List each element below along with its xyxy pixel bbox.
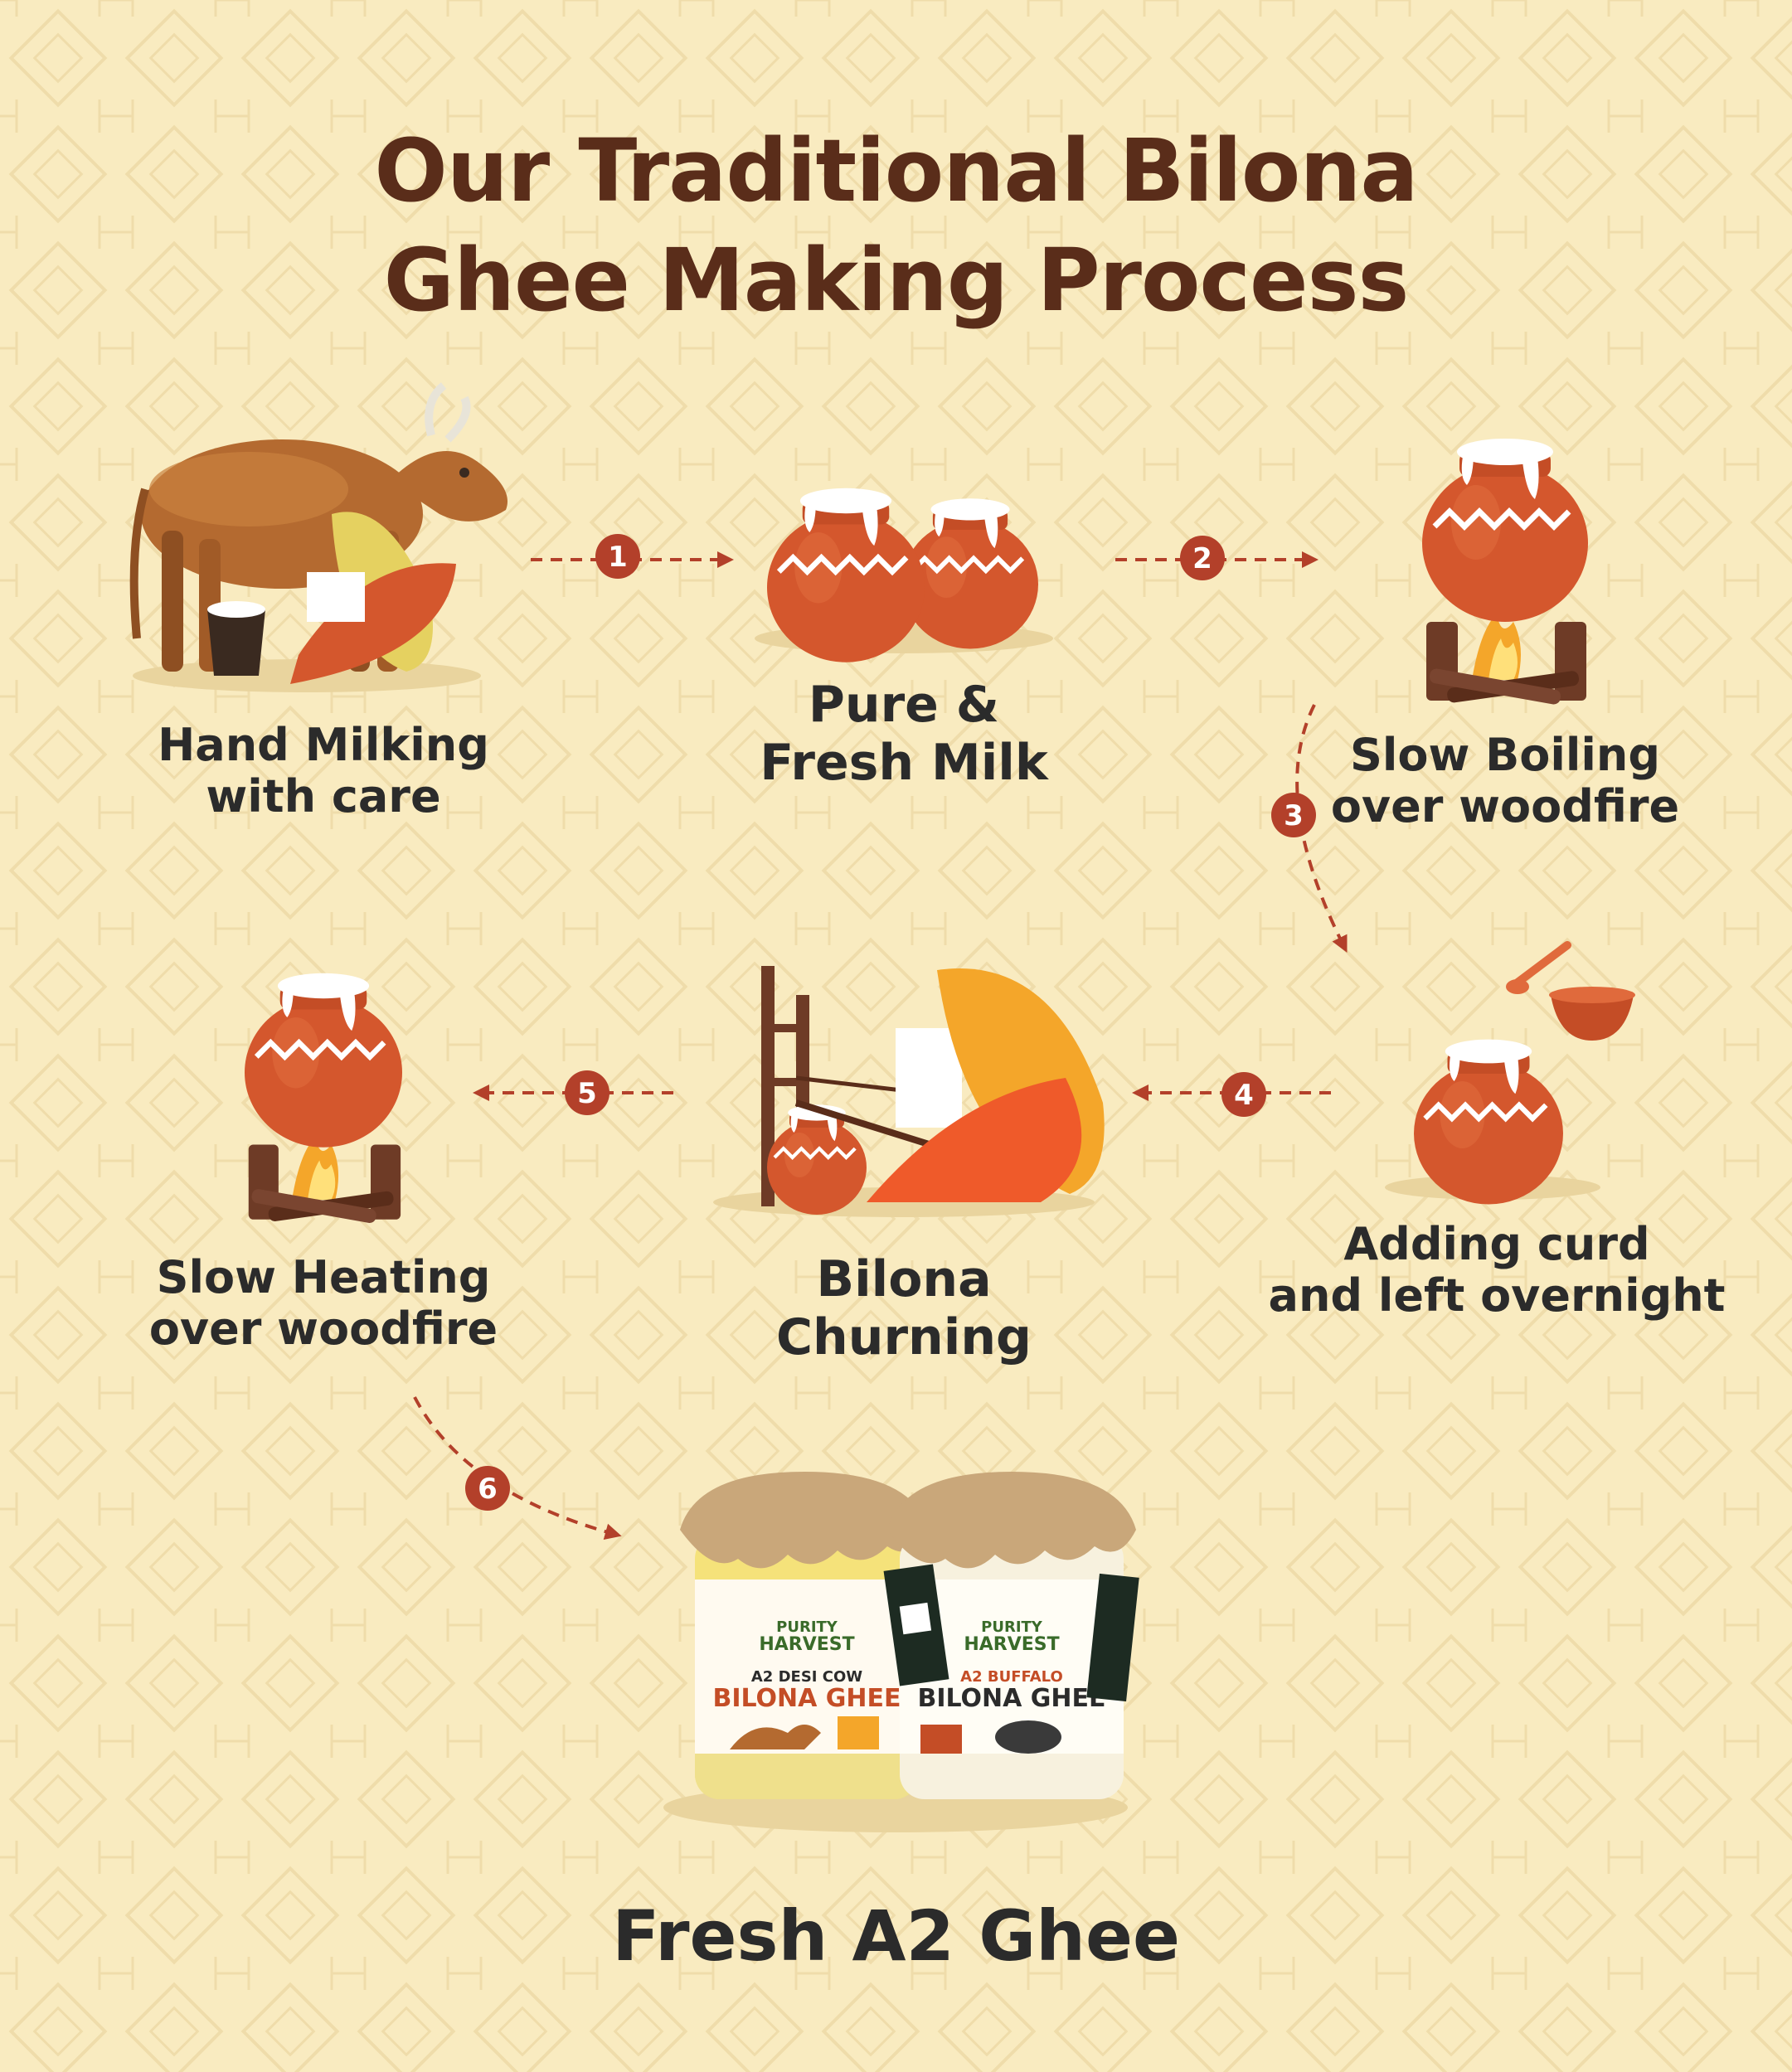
step-label-adding-curd: Adding curd and left overnight: [1268, 1218, 1726, 1322]
bilona-churning-illustration: [713, 966, 1105, 1217]
step-label-slow-boiling: Slow Boiling over woodfire: [1330, 729, 1680, 832]
step-label-hand-milking: Hand Milking with care: [158, 719, 489, 822]
adding-curd-illustration: [1385, 941, 1635, 1205]
step-label-slow-heating: Slow Heating over woodfire: [148, 1251, 498, 1355]
jar1-name: BILONA GHEE: [712, 1684, 901, 1713]
jar2-name: BILONA GHEE: [917, 1684, 1105, 1713]
svg-text:4: 4: [1234, 1079, 1254, 1112]
connector-6: [413, 1396, 622, 1540]
title-line-1: Our Traditional Bilona: [374, 120, 1418, 221]
step-badge-4: 4: [1221, 1072, 1266, 1117]
jar2-variant: A2 BUFFALO: [960, 1668, 1063, 1686]
jar1-brand-line2: HARVEST: [759, 1634, 854, 1655]
svg-text:5: 5: [577, 1077, 597, 1110]
jar2-brand-line1: PURITY: [981, 1618, 1043, 1636]
step-badge-5: 5: [565, 1070, 609, 1115]
step-badge-6: 6: [465, 1466, 510, 1511]
step-label-fresh-milk: Pure & Fresh Milk: [760, 676, 1048, 792]
slow-heating-illustration: [245, 973, 402, 1225]
svg-text:2: 2: [1192, 542, 1212, 575]
product-label: Fresh A2 Ghee: [612, 1895, 1180, 1977]
jar1-brand-line1: PURITY: [776, 1618, 838, 1636]
cow-milking-illustration: [129, 382, 507, 692]
step-badge-3: 3: [1271, 793, 1316, 837]
page-title: Our Traditional Bilona Ghee Making Proce…: [0, 116, 1792, 335]
ghee-jars-illustration: PURITY HARVEST A2 DESI COW BILONA GHEE P…: [663, 1472, 1139, 1832]
product-tag: [1086, 1573, 1139, 1702]
step-label-bilona-churning: Bilona Churning: [776, 1250, 1032, 1366]
fresh-milk-pots-illustration: [755, 488, 1053, 662]
svg-text:6: 6: [478, 1473, 498, 1506]
jar2-brand-line2: HARVEST: [964, 1634, 1059, 1655]
slow-boiling-illustration: [1422, 439, 1588, 706]
svg-text:3: 3: [1284, 799, 1304, 832]
step-badge-2: 2: [1180, 536, 1225, 580]
svg-text:1: 1: [608, 541, 628, 574]
title-line-2: Ghee Making Process: [383, 230, 1410, 331]
jar1-variant: A2 DESI COW: [751, 1668, 862, 1686]
step-badge-1: 1: [595, 534, 640, 579]
